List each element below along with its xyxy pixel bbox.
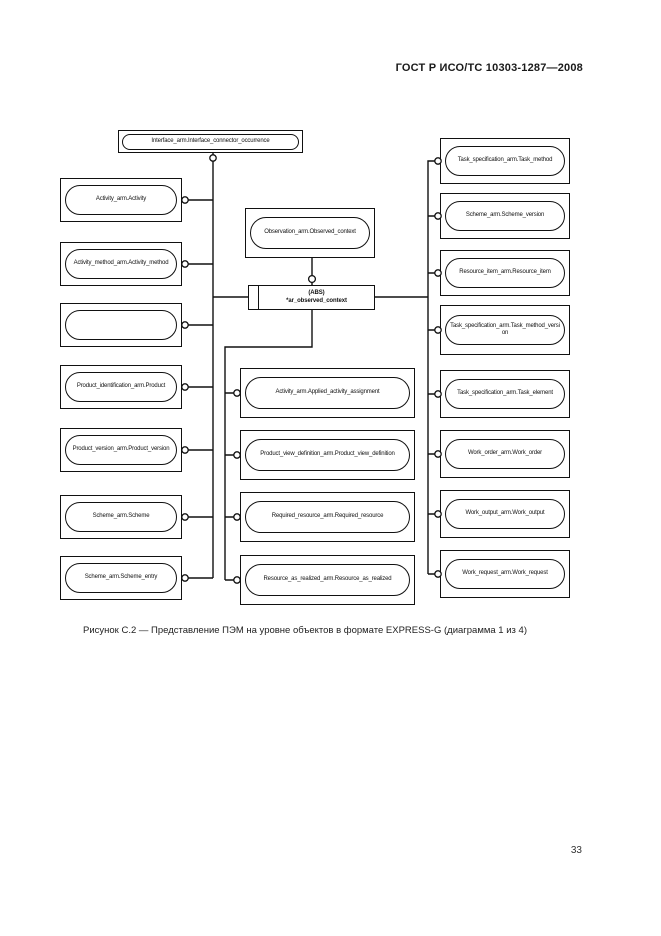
page-ref-oval: Observation_arm.Observed_context bbox=[250, 217, 370, 249]
node-product-view-definition: Product_view_definition_arm.Product_view… bbox=[240, 430, 415, 480]
node-label: Observation_arm.Observed_context bbox=[264, 229, 356, 236]
page-ref-oval: Work_order_arm.Work_order bbox=[445, 439, 565, 469]
node-task-element: Task_specification_arm.Task_element bbox=[440, 370, 570, 418]
page-ref-oval: Scheme_arm.Scheme bbox=[65, 502, 177, 532]
node-ar-observed-context-entity: (ABS) *ar_observed_context bbox=[248, 285, 375, 310]
node-label: Activity_arm.Applied_activity_assignment bbox=[275, 389, 380, 396]
node-product: Product_identification_arm.Product bbox=[60, 365, 182, 409]
abstract-marker: (ABS) bbox=[308, 290, 325, 296]
page-ref-oval: Task_specification_arm.Task_method bbox=[445, 146, 565, 176]
node-applied-activity-assignment: Activity_arm.Applied_activity_assignment bbox=[240, 368, 415, 418]
page-ref-oval: Task_specification_arm.Task_element bbox=[445, 379, 565, 409]
page-ref-oval: Product_view_definition_arm.Product_view… bbox=[245, 439, 410, 471]
node-label: Resource_as_realized_arm.Resource_as_rea… bbox=[263, 576, 392, 583]
node-label: Task_specification_arm.Task_method_versi… bbox=[450, 322, 560, 336]
node-activity-method: Activity_method_arm.Activity_method bbox=[60, 242, 182, 286]
page-ref-oval: Activity_arm.Applied_activity_assignment bbox=[245, 377, 410, 409]
node-scheme: Scheme_arm.Scheme bbox=[60, 495, 182, 539]
page-ref-oval: Interface_arm.Interface_connector_occurr… bbox=[122, 133, 299, 150]
node-resource-item: Resource_item_arm.Resource_item bbox=[440, 250, 570, 296]
node-scheme-version: Scheme_arm.Scheme_version bbox=[440, 193, 570, 239]
page-number: 33 bbox=[570, 845, 582, 856]
standard-title: ГОСТ Р ИСО/ТС 10303-1287—2008 bbox=[395, 62, 583, 74]
page-ref-oval: Product_identification_arm.Product bbox=[65, 372, 177, 402]
page-ref-oval: Resource_item_arm.Resource_item bbox=[445, 258, 565, 288]
node-label: Activity_arm.Activity bbox=[95, 196, 147, 203]
page-ref-oval: Activity_method_arm.Activity_method bbox=[65, 249, 177, 279]
node-work-request: Work_request_arm.Work_request bbox=[440, 550, 570, 598]
node-task-method-version: Task_specification_arm.Task_method_versi… bbox=[440, 305, 570, 355]
node-label: Interface_arm.Interface_connector_occurr… bbox=[151, 137, 270, 144]
node-product-version: Product_version_arm.Product_version bbox=[60, 428, 182, 472]
node-unlabeled-ref bbox=[60, 303, 182, 347]
entity-name: *ar_observed_context bbox=[286, 297, 347, 304]
page-ref-oval bbox=[65, 310, 177, 340]
page-ref-oval: Work_output_arm.Work_output bbox=[445, 499, 565, 529]
node-activity: Activity_arm.Activity bbox=[60, 178, 182, 222]
page-ref-oval: Task_specification_arm.Task_method_versi… bbox=[445, 315, 565, 345]
node-resource-as-realized: Resource_as_realized_arm.Resource_as_rea… bbox=[240, 555, 415, 605]
node-label: Scheme_arm.Scheme_entry bbox=[84, 574, 158, 581]
figure-caption: Рисунок С.2 — Представление ПЭМ на уровн… bbox=[83, 625, 527, 636]
node-observation-observed-context: Observation_arm.Observed_context bbox=[245, 208, 375, 258]
node-task-method: Task_specification_arm.Task_method bbox=[440, 138, 570, 184]
node-work-order: Work_order_arm.Work_order bbox=[440, 430, 570, 478]
page-ref-oval: Work_request_arm.Work_request bbox=[445, 559, 565, 589]
node-label: Scheme_arm.Scheme_version bbox=[465, 212, 545, 219]
node-label: Required_resource_arm.Required_resource bbox=[271, 513, 384, 520]
node-label: Activity_method_arm.Activity_method bbox=[73, 260, 169, 267]
node-label: Scheme_arm.Scheme bbox=[92, 513, 150, 520]
node-label: Product_version_arm.Product_version bbox=[72, 446, 170, 453]
node-label: Work_request_arm.Work_request bbox=[462, 570, 548, 577]
node-scheme-entry: Scheme_arm.Scheme_entry bbox=[60, 556, 182, 600]
node-label: Resource_item_arm.Resource_item bbox=[459, 269, 551, 276]
express-g-diagram: Interface_arm.Interface_connector_occurr… bbox=[60, 130, 570, 605]
page-ref-oval: Scheme_arm.Scheme_entry bbox=[65, 563, 177, 593]
node-label: Work_output_arm.Work_output bbox=[465, 510, 545, 517]
node-required-resource: Required_resource_arm.Required_resource bbox=[240, 492, 415, 542]
node-interface-connector-occurrence: Interface_arm.Interface_connector_occurr… bbox=[118, 130, 303, 153]
page-ref-oval: Activity_arm.Activity bbox=[65, 185, 177, 215]
node-label: Product_view_definition_arm.Product_view… bbox=[260, 451, 395, 458]
node-label: Task_specification_arm.Task_method bbox=[457, 157, 553, 164]
page-ref-oval: Resource_as_realized_arm.Resource_as_rea… bbox=[245, 564, 410, 596]
node-label: Task_specification_arm.Task_element bbox=[457, 390, 553, 397]
page-ref-oval: Required_resource_arm.Required_resource bbox=[245, 501, 410, 533]
node-label: Work_order_arm.Work_order bbox=[467, 450, 543, 457]
node-work-output: Work_output_arm.Work_output bbox=[440, 490, 570, 538]
page-ref-oval: Scheme_arm.Scheme_version bbox=[445, 201, 565, 231]
page-ref-oval: Product_version_arm.Product_version bbox=[65, 435, 177, 465]
entity-box-tab bbox=[249, 286, 259, 309]
node-label: Product_identification_arm.Product bbox=[76, 383, 166, 390]
entity-box-text: (ABS) *ar_observed_context bbox=[259, 286, 374, 309]
